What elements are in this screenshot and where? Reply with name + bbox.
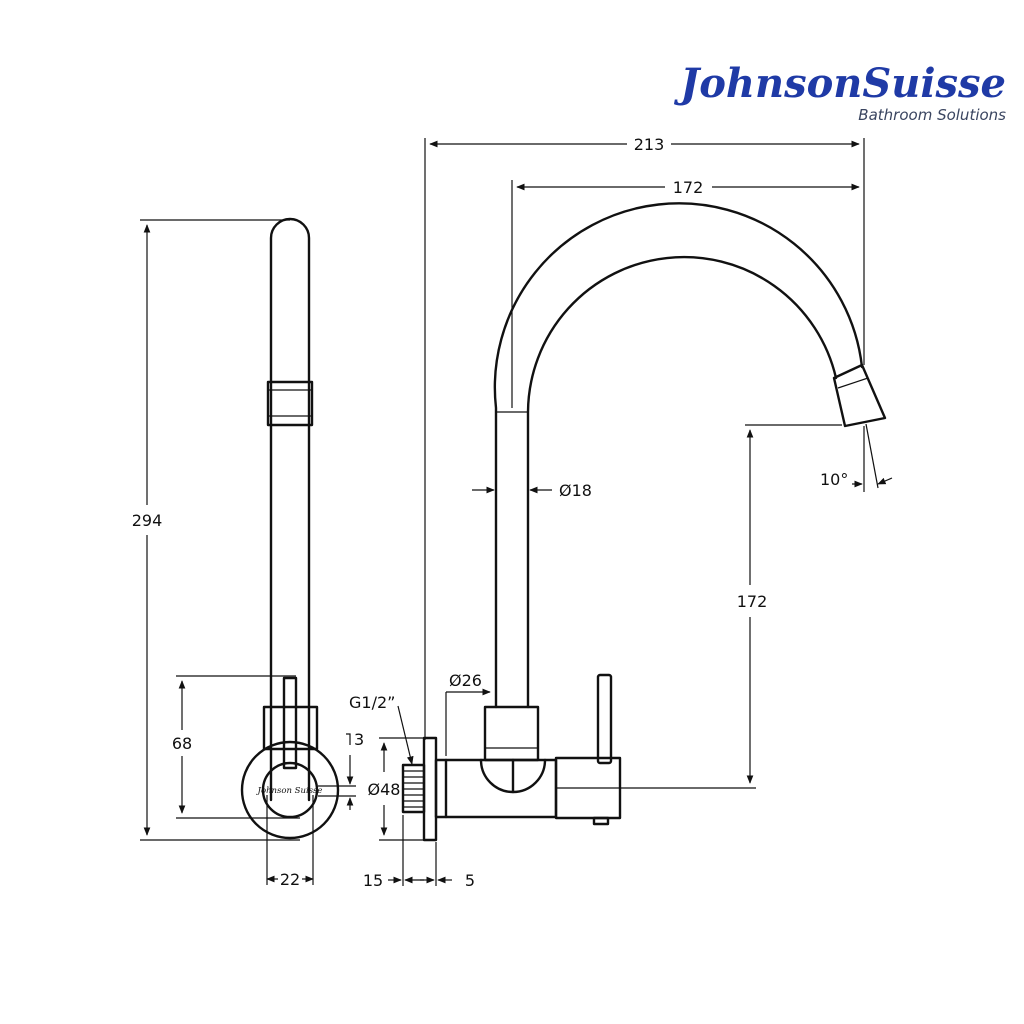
- thread-lines: [403, 770, 424, 808]
- dim-flange-diameter-label: Ø48: [368, 780, 401, 799]
- dim-flange-thickness: 5: [420, 871, 475, 890]
- dim-outlet-angle: 10°: [820, 423, 893, 492]
- spout-inner-curve: [526, 255, 838, 709]
- dim-side-width: 22: [266, 795, 314, 889]
- spout-outer-curve: [493, 202, 864, 709]
- dim-offset-small-label: 3: [354, 730, 364, 749]
- dim-outlet-angle-label: 10°: [820, 470, 848, 489]
- dim-thread-size: G1/2”: [349, 693, 414, 765]
- side-view-aerator: [266, 380, 314, 427]
- dim-thread-size-label: G1/2”: [349, 693, 395, 712]
- dim-thread-length-label: 15: [363, 871, 383, 890]
- side-view-lever: [282, 676, 298, 770]
- dim-spout-clearance-label: 172: [737, 592, 768, 611]
- brand-name: JohnsonSuisse: [673, 60, 1006, 107]
- dim-overall-height: 294: [132, 219, 300, 841]
- faucet-side-view: Johnson Suisse: [240, 217, 340, 840]
- dim-flange-diameter: Ø48: [368, 737, 424, 841]
- dim-spout-tube-diameter: Ø18: [472, 481, 592, 500]
- side-view-spout-tube: [269, 217, 311, 802]
- spout-aerator: [832, 363, 887, 428]
- front-view-lever: [596, 673, 613, 765]
- dim-overall-projection: 213: [424, 135, 865, 740]
- side-view-logo: Johnson Suisse: [256, 786, 323, 796]
- dim-flange-thickness-label: 5: [465, 871, 475, 890]
- brand-tagline: Bathroom Solutions: [858, 106, 1006, 124]
- dim-spout-reach-label: 172: [673, 178, 704, 197]
- dim-handle-height: 68: [172, 675, 300, 819]
- dim-spout-reach: 172: [511, 178, 860, 408]
- dim-body-diameter-label: Ø26: [449, 671, 482, 690]
- side-view-flange-outer: [240, 740, 340, 840]
- dim-overall-height-label: 294: [132, 511, 163, 530]
- wall-flange: [422, 736, 438, 842]
- dim-handle-height-label: 68: [172, 734, 192, 753]
- dim-overall-projection-label: 213: [634, 135, 665, 154]
- dim-offset-small: 3: [318, 730, 364, 810]
- side-view-flange-inner: [261, 761, 319, 819]
- brand-logo: JohnsonSuisse Bathroom Solutions: [673, 60, 1006, 124]
- faucet-front-view: [401, 202, 887, 842]
- dim-body-diameter: Ø26: [445, 671, 491, 756]
- dim-spout-tube-diameter-label: Ø18: [559, 481, 592, 500]
- side-view-collar: [262, 705, 319, 751]
- front-view-collar: [483, 705, 540, 762]
- dim-thread-length: 15: [363, 815, 437, 890]
- dim-spout-clearance: 172: [620, 424, 842, 789]
- dim-side-width-label: 22: [280, 870, 300, 889]
